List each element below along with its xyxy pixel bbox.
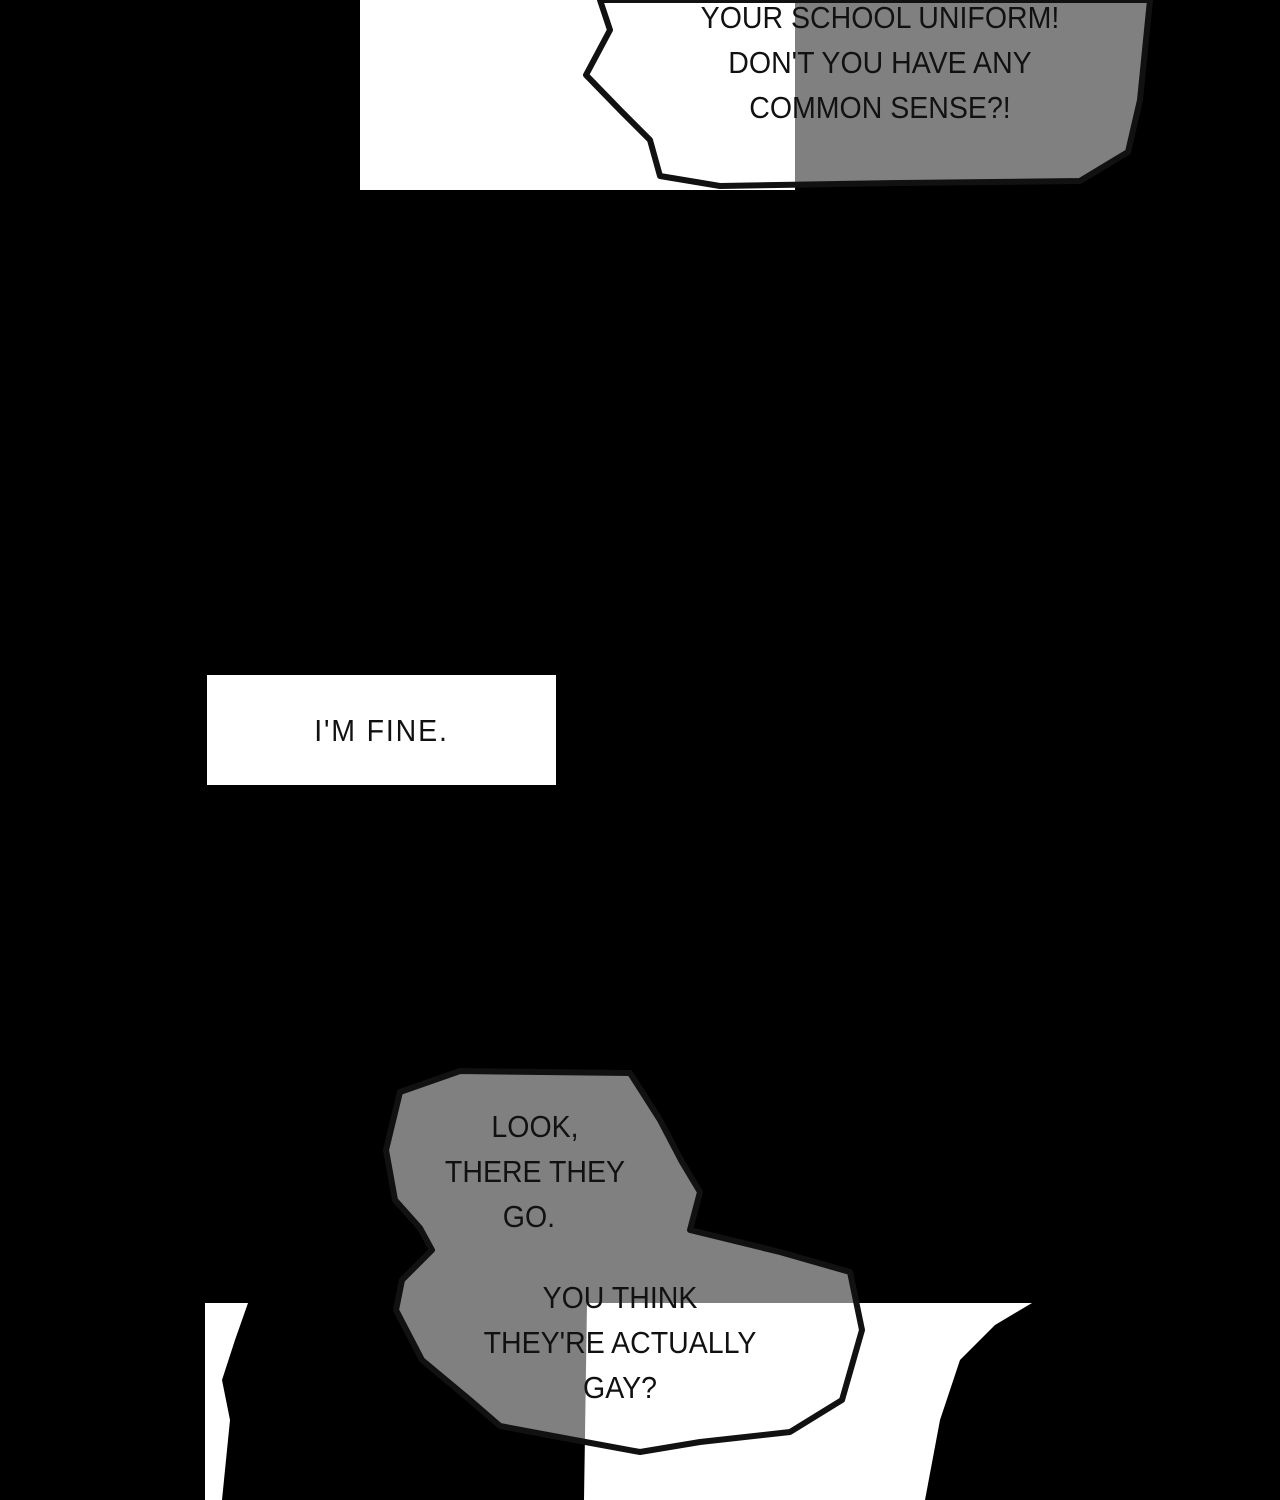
dialogue-line: YOU THINK <box>542 1280 698 1315</box>
top-bubble-text: YOUR SCHOOL UNIFORM! DON'T YOU HAVE ANY … <box>659 0 1101 130</box>
top-speech-bubble <box>583 0 1153 189</box>
bottom-bubble-text-b: YOU THINK THEY'RE ACTUALLY GAY? <box>454 1275 785 1410</box>
bottom-bubble-text-a: LOOK, THERE THEY GO. <box>425 1104 646 1239</box>
caption-text: I'M FINE. <box>314 713 449 748</box>
dialogue-line: LOOK, <box>491 1109 579 1144</box>
dialogue-line: GAY? <box>583 1370 657 1405</box>
dialogue-line: THEY'RE ACTUALLY <box>483 1325 757 1360</box>
dialogue-line: COMMON SENSE?! <box>749 90 1011 125</box>
dialogue-line: DON'T YOU HAVE ANY <box>728 45 1032 80</box>
dialogue-line: GO. <box>502 1199 556 1234</box>
dialogue-line: THERE THEY <box>444 1154 626 1189</box>
dialogue-line: YOUR SCHOOL UNIFORM! <box>700 0 1060 35</box>
bottom-speech-bubble <box>383 1068 865 1455</box>
right-figure-silhouette <box>925 1303 1060 1500</box>
caption-box <box>207 675 556 785</box>
